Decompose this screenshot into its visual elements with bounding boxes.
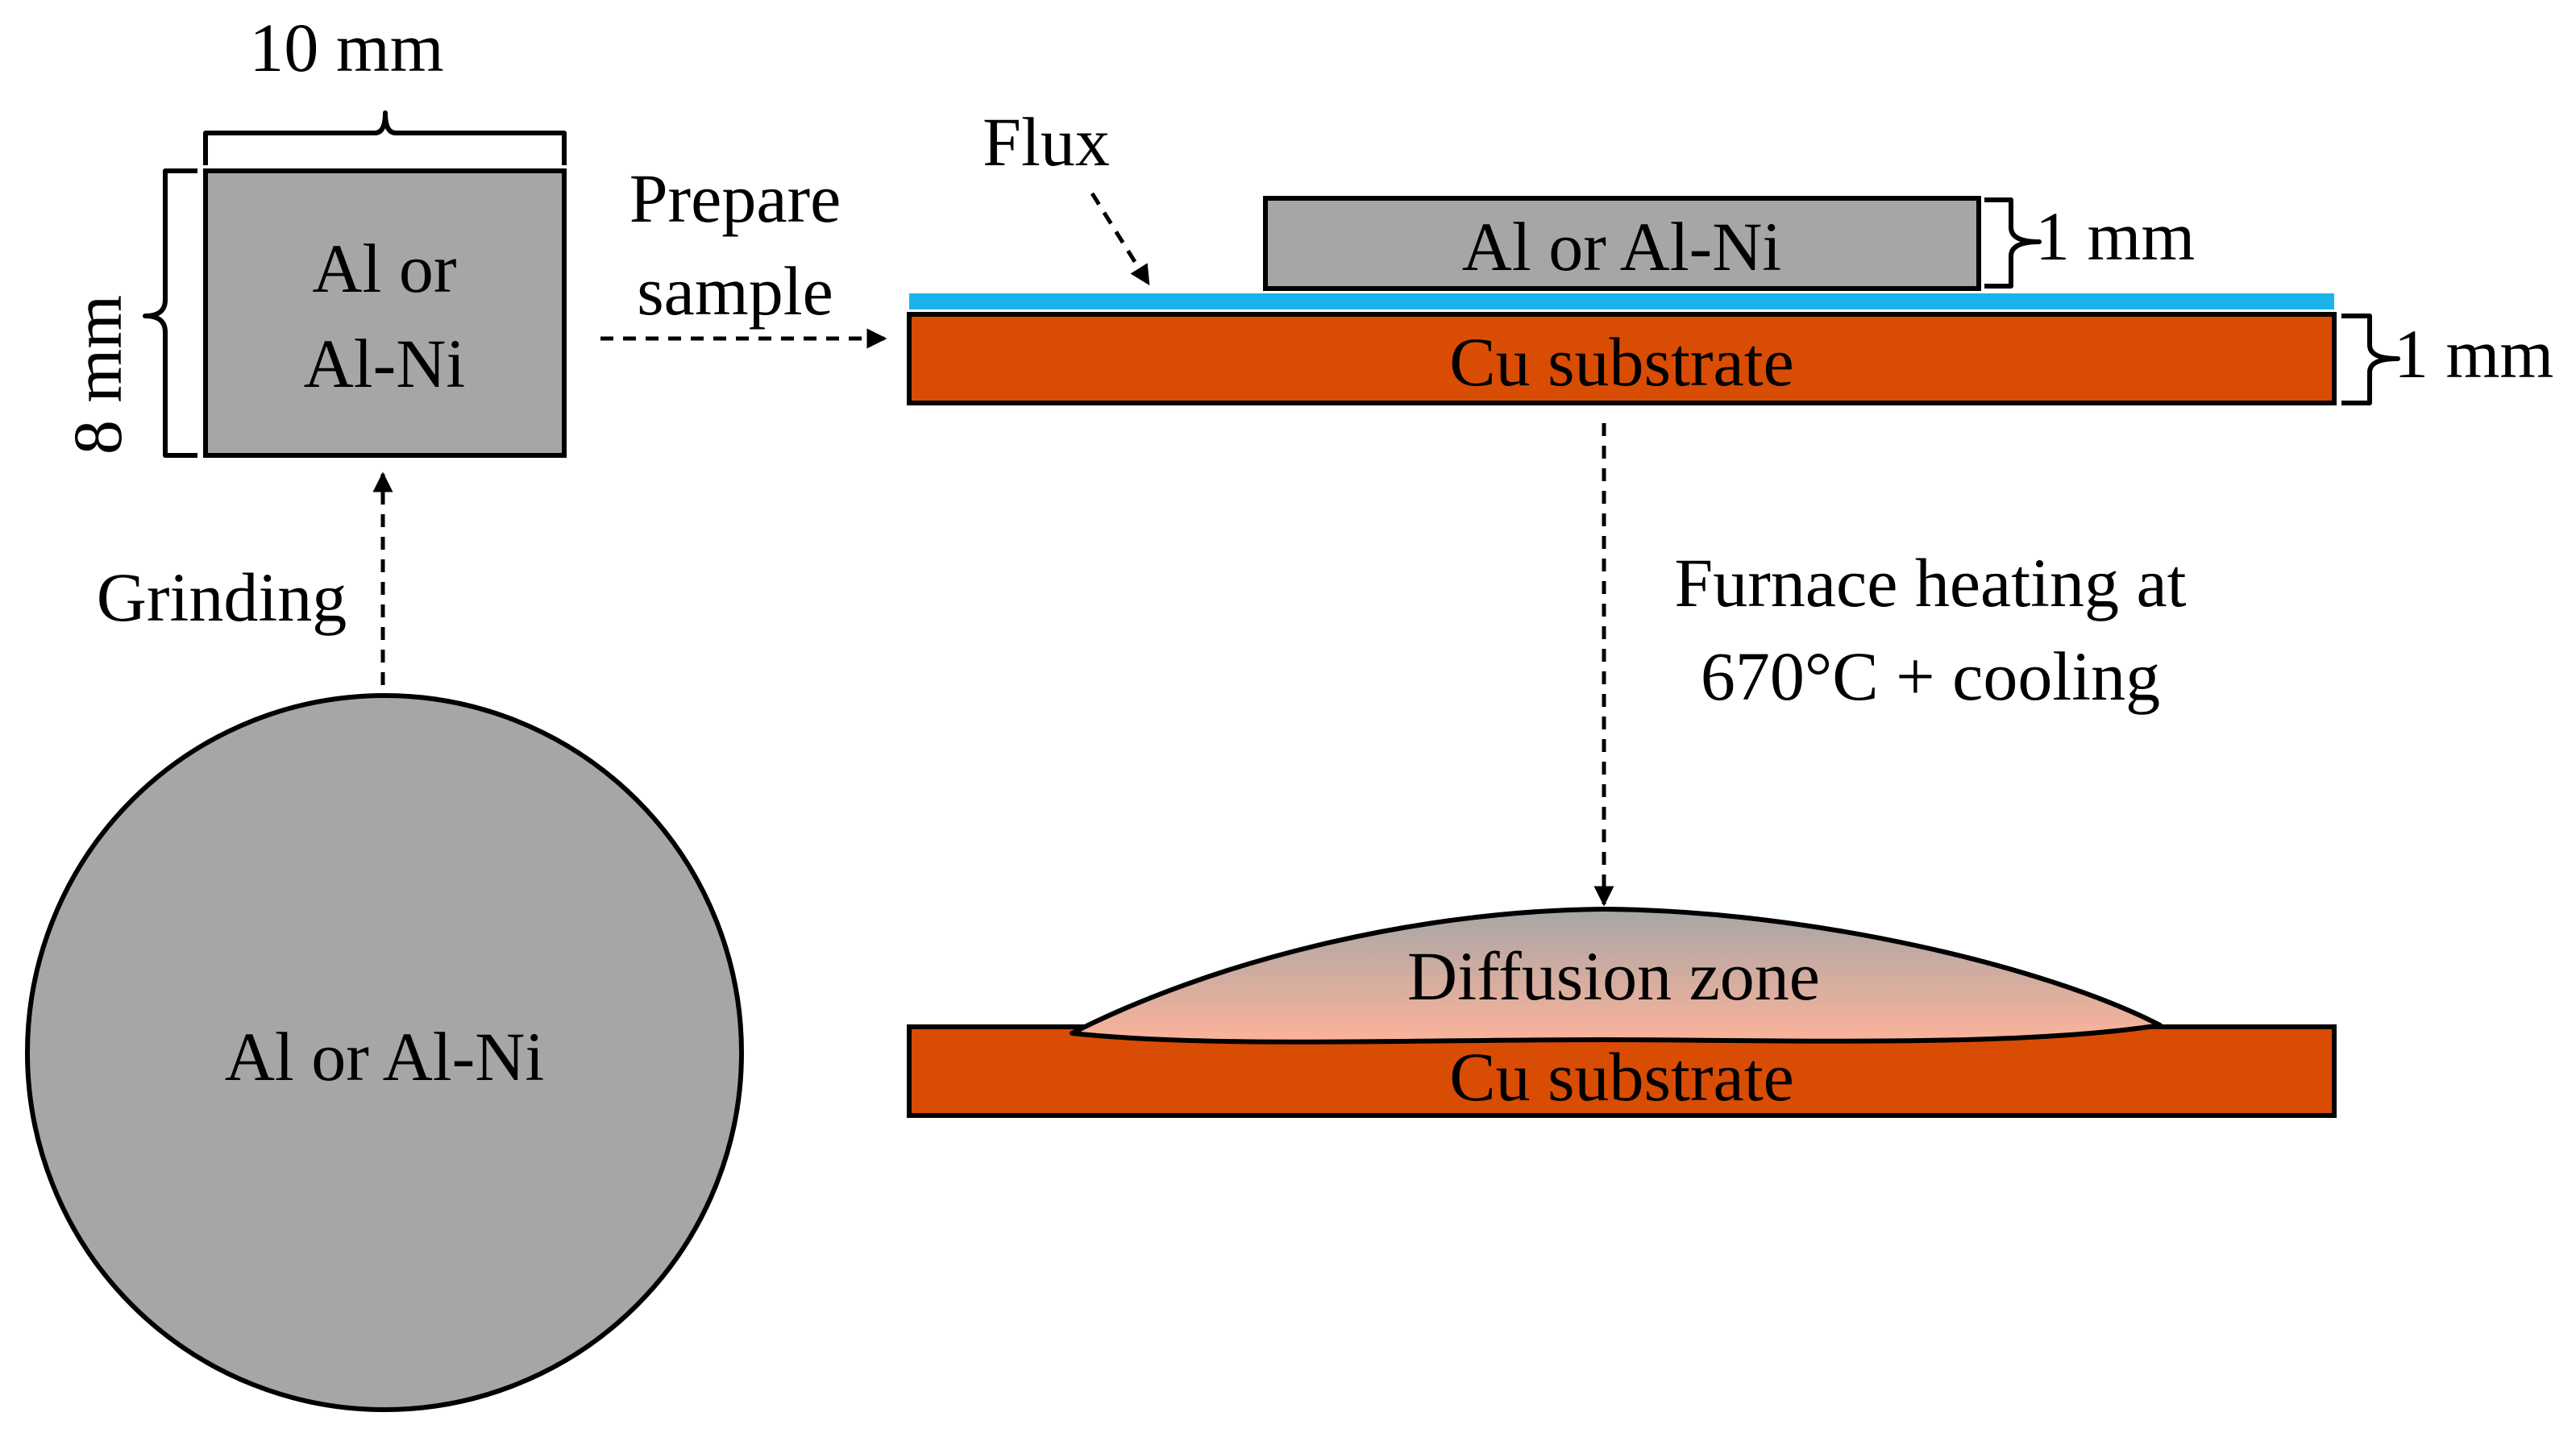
- furnace-heating-label-line1: Furnace heating at: [1674, 544, 2186, 621]
- height-dimension-label: 8 mm: [59, 295, 136, 455]
- cu-substrate-top: [907, 312, 2337, 405]
- sample-on-substrate-label: Al or Al-Ni: [1462, 208, 1782, 285]
- prepare-sample-label-line2: sample: [637, 252, 833, 330]
- furnace-heating-label-line2: 670°C + cooling: [1701, 638, 2160, 715]
- raw-ingot-label: Al or Al-Ni: [225, 1018, 545, 1095]
- sample-thickness-label: 1 mm: [2035, 197, 2195, 275]
- diffusion-zone-label: Diffusion zone: [1407, 937, 1820, 1015]
- flux-label: Flux: [983, 103, 1110, 181]
- substrate-thickness-label: 1 mm: [2394, 315, 2553, 393]
- ground-sample-block: [203, 168, 567, 458]
- cu-substrate-bottom-label: Cu substrate: [1449, 1038, 1794, 1115]
- ground-sample-label-line1: Al or: [312, 230, 456, 307]
- sample-on-substrate: [1263, 196, 1981, 291]
- prepare-sample-label-line1: Prepare: [629, 160, 841, 237]
- cu-substrate-top-label: Cu substrate: [1449, 323, 1794, 401]
- flux-pointer-arrow: [1090, 192, 1151, 286]
- substrate-thickness-brace: [2341, 314, 2400, 405]
- width-dimension-brace: [203, 110, 567, 165]
- ground-sample-label-line2: Al-Ni: [304, 325, 466, 402]
- flux-layer: [909, 293, 2334, 309]
- sample-thickness-brace: [1984, 197, 2042, 289]
- grinding-label: Grinding: [97, 559, 347, 636]
- width-dimension-label: 10 mm: [249, 9, 443, 86]
- raw-ingot-disc: [25, 693, 744, 1412]
- diffusion-zone-shape: [1070, 907, 2163, 1045]
- height-dimension-brace: [143, 168, 197, 458]
